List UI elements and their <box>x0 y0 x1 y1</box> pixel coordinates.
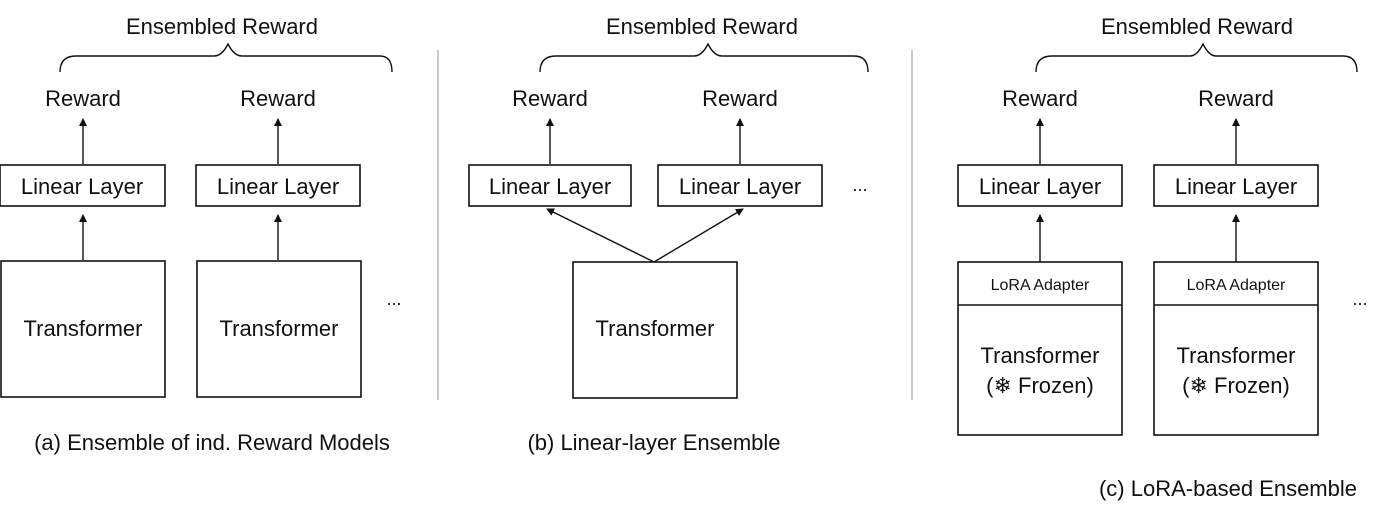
panel-a-reward-2: Reward <box>240 86 316 111</box>
panel-c-lora-adapter-2-label: LoRA Adapter <box>1187 277 1286 294</box>
panel-c-brace <box>1035 42 1358 73</box>
panel-c-transformer-2-line1: Transformer <box>1177 343 1296 368</box>
panel-b-transformer-label: Transformer <box>596 316 715 341</box>
panel-c-linear-layer-2-label: Linear Layer <box>1175 174 1297 199</box>
panel-a-transformer-1-box <box>0 260 166 398</box>
panel-b-linear-layer-2-label: Linear Layer <box>679 174 801 199</box>
panel-b-reward-1: Reward <box>512 86 588 111</box>
panel-c-transformer-1-line2: (❄ Frozen) <box>986 373 1094 398</box>
panel-a-linear-layer-2-box <box>195 164 361 207</box>
panel-c-lora-adapter-1-label: LoRA Adapter <box>991 277 1090 294</box>
panel-c-linear-layer-1-box <box>957 164 1123 207</box>
panel-a-caption: (a) Ensemble of ind. Reward Models <box>34 430 390 455</box>
panel-c-ellipsis: ... <box>1352 289 1367 309</box>
panel-a-ellipsis: ... <box>386 289 401 309</box>
panel-c-reward-2: Reward <box>1198 86 1274 111</box>
panel-b-arrow-transformer-linear1 <box>546 208 655 263</box>
panel-c: Ensembled Reward Reward Reward Linear La… <box>957 14 1368 501</box>
panel-a-linear-layer-1-label: Linear Layer <box>21 174 143 199</box>
panel-a: Ensembled Reward Reward Reward Linear La… <box>0 14 402 455</box>
panel-b-linear-layer-2-box <box>657 164 823 207</box>
panel-b-transformer-box <box>572 261 738 399</box>
panel-b-brace <box>539 42 869 73</box>
panel-c-linear-layer-2-box <box>1153 164 1319 207</box>
panel-a-linear-layer-2-label: Linear Layer <box>217 174 339 199</box>
panel-c-caption: (c) LoRA-based Ensemble <box>1099 476 1357 501</box>
panel-b-reward-2: Reward <box>702 86 778 111</box>
panel-c-stack-1-box <box>957 261 1123 436</box>
panel-a-transformer-2-label: Transformer <box>220 316 339 341</box>
panel-a-ensembled-reward-label: Ensembled Reward <box>126 14 318 39</box>
panel-c-ensembled-reward-label: Ensembled Reward <box>1101 14 1293 39</box>
panel-b: Ensembled Reward Reward Reward Linear La… <box>468 14 869 455</box>
panel-a-linear-layer-1-box <box>0 164 166 207</box>
panel-a-brace <box>59 42 393 73</box>
panel-a-transformer-2-box <box>196 260 362 398</box>
panel-b-ellipsis: ... <box>852 175 867 195</box>
panel-b-caption: (b) Linear-layer Ensemble <box>527 430 780 455</box>
panel-a-reward-1: Reward <box>45 86 121 111</box>
panel-c-stack-2-box <box>1153 261 1319 436</box>
panel-c-reward-1: Reward <box>1002 86 1078 111</box>
panel-c-transformer-1-line1: Transformer <box>981 343 1100 368</box>
panel-b-arrow-transformer-linear2 <box>653 208 744 263</box>
panel-c-transformer-2-line2: (❄ Frozen) <box>1182 373 1290 398</box>
panel-a-transformer-1-label: Transformer <box>24 316 143 341</box>
panel-c-linear-layer-1-label: Linear Layer <box>979 174 1101 199</box>
panel-b-linear-layer-1-label: Linear Layer <box>489 174 611 199</box>
panel-b-ensembled-reward-label: Ensembled Reward <box>606 14 798 39</box>
panel-b-linear-layer-1-box <box>468 164 632 207</box>
